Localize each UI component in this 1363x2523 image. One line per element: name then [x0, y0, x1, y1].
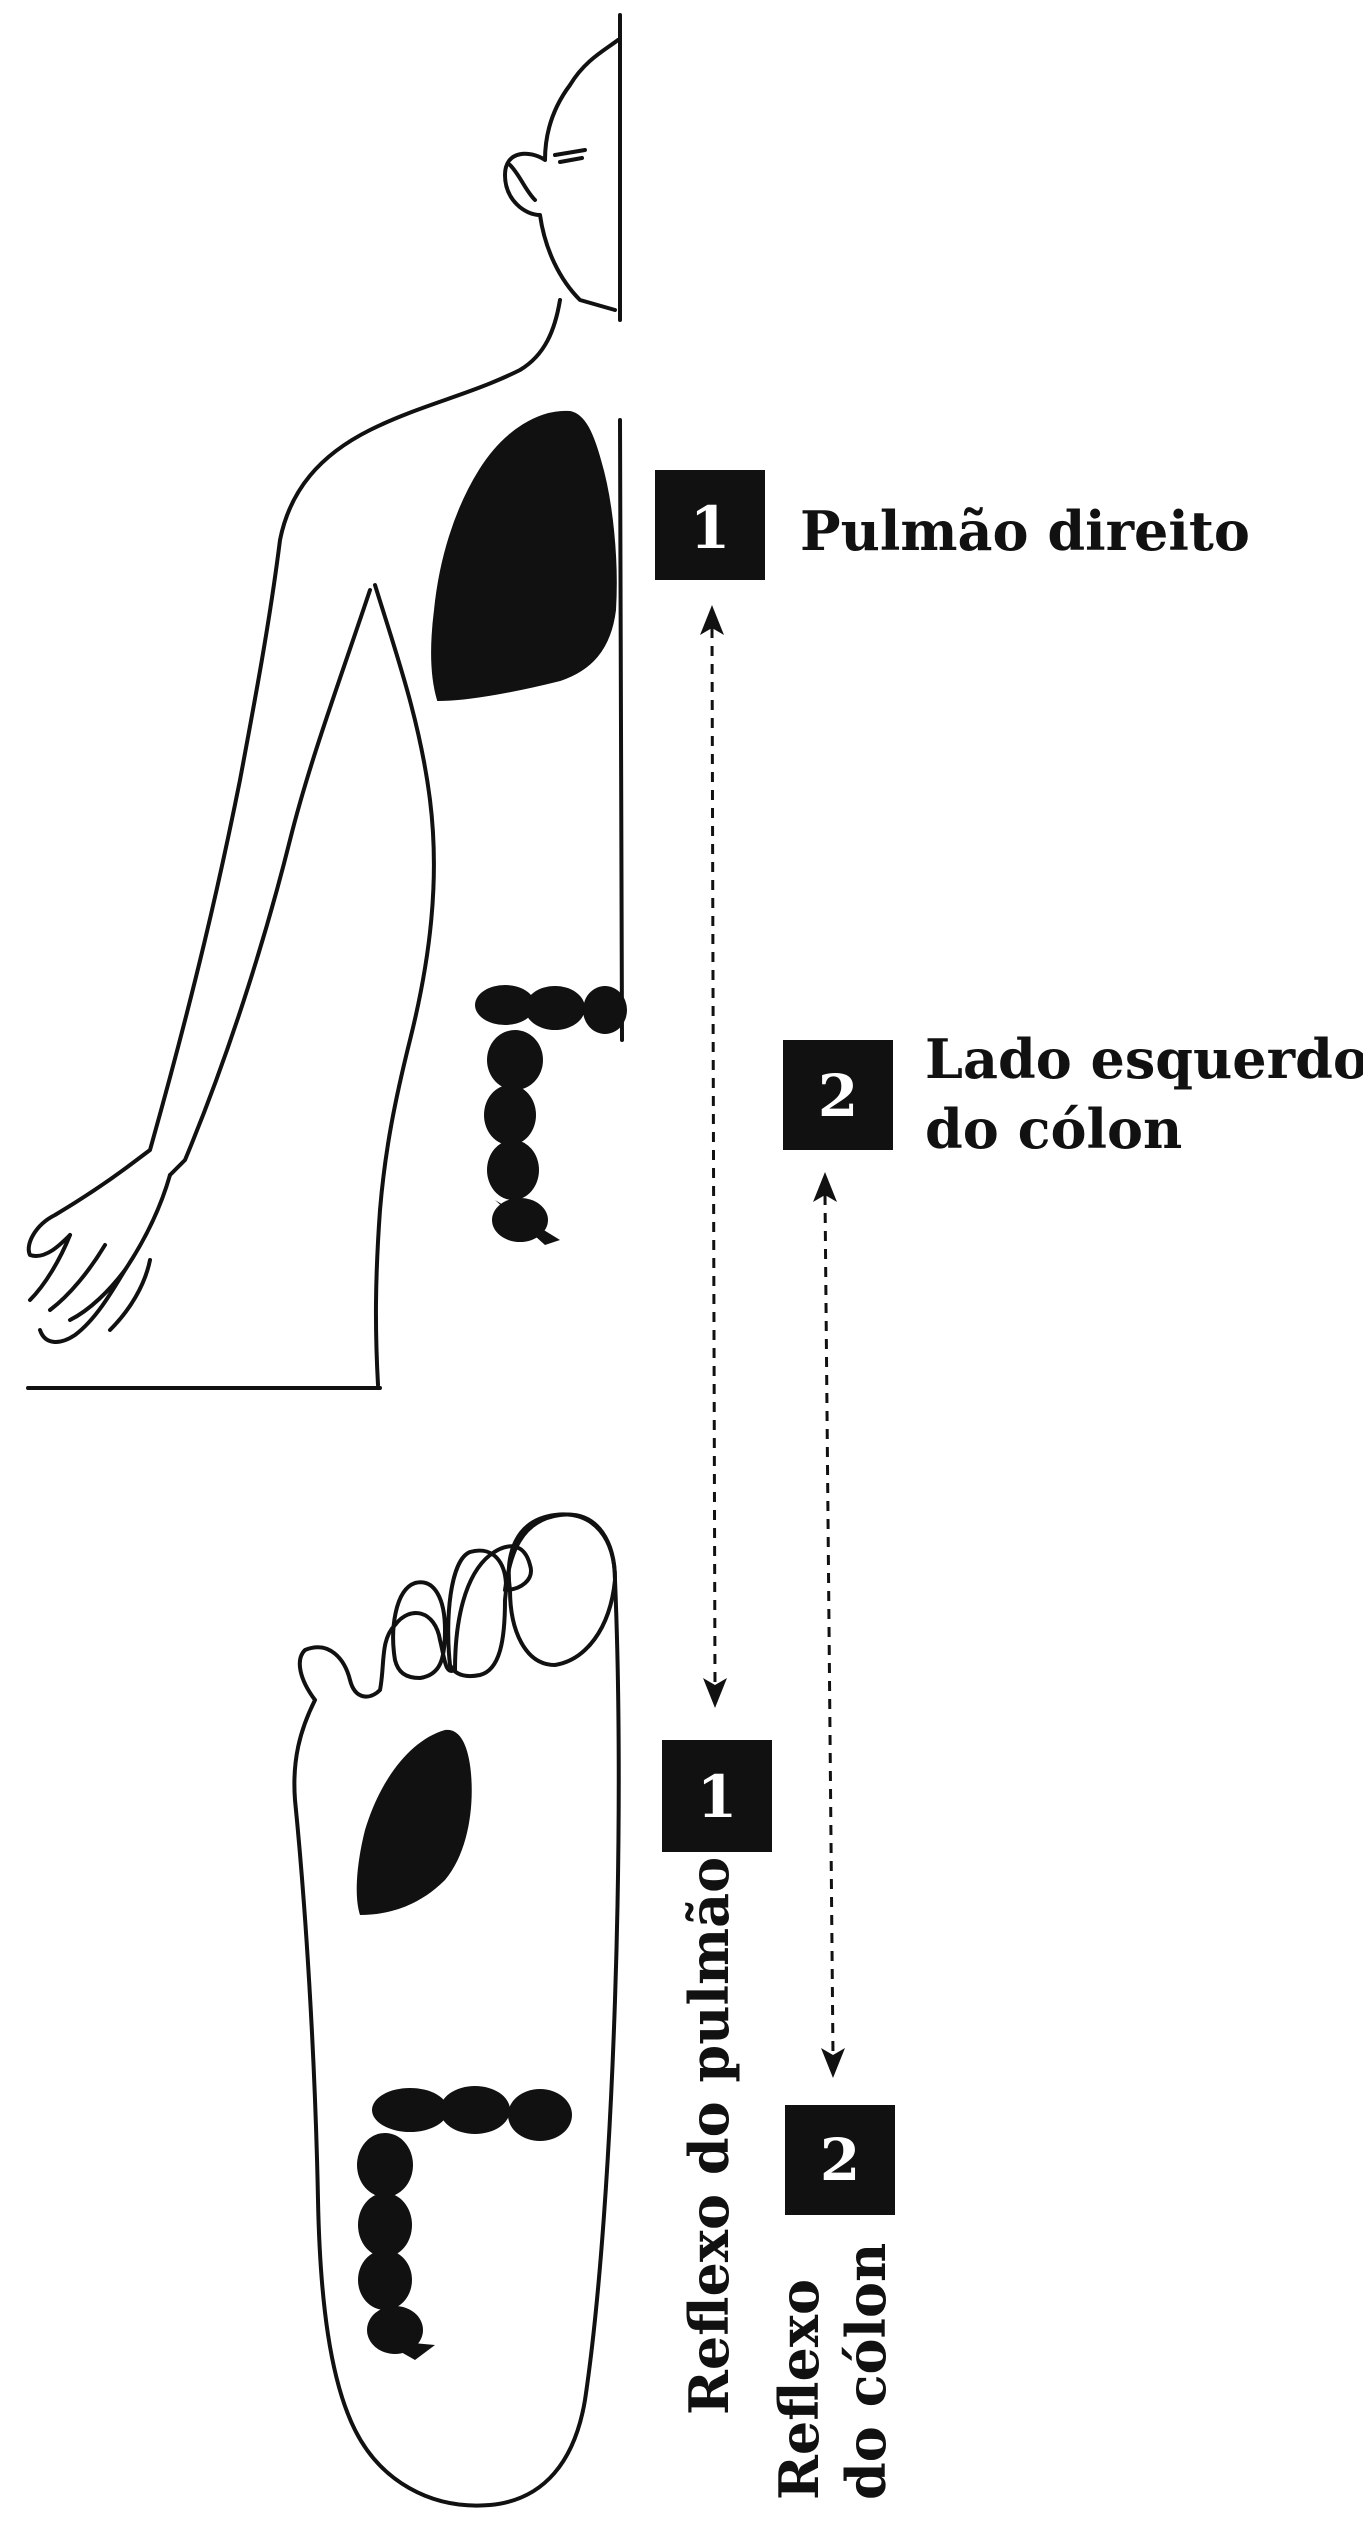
ear-outline — [510, 165, 535, 200]
eye-icon — [555, 150, 585, 162]
badge-1-top-number: 1 — [690, 494, 730, 562]
hand-outline — [30, 1175, 170, 1342]
head-outline — [505, 40, 618, 310]
badge-2-bottom-number: 2 — [820, 2126, 860, 2194]
right-lung-shape — [432, 412, 616, 700]
badge-2-top-number: 2 — [818, 1062, 858, 1130]
arrow-down-lung-icon — [703, 1678, 727, 1708]
foot-colon-reflex-shape — [357, 2086, 572, 2360]
torso-side-outline — [375, 585, 434, 1385]
body-midline-lower — [620, 420, 622, 1040]
lung-connector-line — [712, 628, 715, 1685]
lung-reflex-label: Reflexo do pulmão — [677, 1857, 741, 2415]
shoulder-arm-outline — [29, 300, 560, 1256]
inner-arm-outline — [170, 590, 370, 1175]
badge-1-top: 1 — [655, 470, 765, 580]
badge-2-top: 2 — [783, 1040, 893, 1150]
right-lung-label: Pulmão direito — [800, 499, 1250, 563]
badge-1-bottom-number: 1 — [697, 1763, 737, 1831]
arrow-down-colon-icon — [821, 2048, 845, 2078]
left-colon-label-line1: Lado esquerdo — [925, 1027, 1363, 1091]
torso-colon-shape — [475, 985, 627, 1245]
foot-outline — [294, 1515, 618, 2506]
badge-2-bottom: 2 — [785, 2105, 895, 2215]
foot-lung-reflex-shape — [357, 1730, 472, 1915]
foot-figure — [294, 1514, 618, 2505]
colon-connector-line — [825, 1195, 833, 2055]
big-toe-outline — [509, 1514, 615, 1665]
colon-reflex-label-line2: do cólon — [834, 2243, 898, 2500]
badge-1-bottom: 1 — [662, 1740, 772, 1852]
left-colon-label-line2: do cólon — [925, 1097, 1182, 1161]
colon-reflex-label-line1: Reflexo — [767, 2279, 831, 2500]
